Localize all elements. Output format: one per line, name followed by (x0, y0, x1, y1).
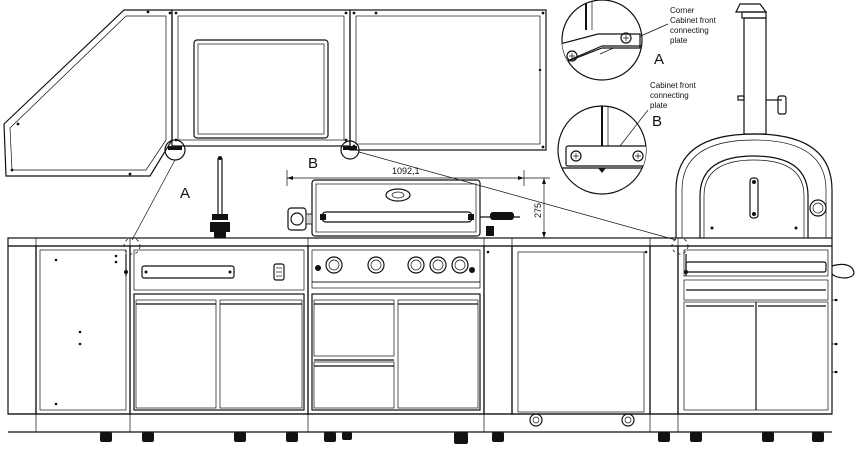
dimension-width-label: 1092,1 (392, 166, 420, 176)
dimension-lines: 1092,1 275 (286, 166, 550, 238)
corner-cabinet (7, 237, 141, 415)
label-a-callout: A (654, 51, 664, 68)
grill-hood (287, 179, 520, 237)
plinth-and-feet (8, 413, 832, 444)
label-a-main: A (180, 185, 190, 202)
detail-callout-a: A Corner Cabinet front connecting plate (561, 0, 717, 81)
pizza-oven (675, 3, 833, 238)
grill-cabinet (307, 245, 485, 415)
detail-callout-b: B Cabinet front connecting plate (557, 81, 697, 195)
front-caption-line3: plate (650, 101, 668, 110)
label-b-callout: B (652, 113, 662, 130)
oven-base-cabinet (649, 237, 855, 415)
faucet (210, 156, 230, 238)
dimension-height-label: 275 (533, 203, 543, 218)
countertop (7, 237, 833, 247)
corner-caption-line2: Cabinet front (670, 16, 717, 25)
front-plate-caption: Cabinet front connecting plate (650, 81, 697, 110)
corner-plate-caption: Corner Cabinet front connecting plate (670, 6, 717, 45)
fridge-cabinet (483, 245, 651, 427)
front-caption-line1: Cabinet front (650, 81, 697, 90)
corner-caption-line4: plate (670, 36, 688, 45)
exploded-panel-view (3, 9, 547, 177)
label-b-main: B (308, 155, 318, 172)
front-caption-line2: connecting (650, 91, 689, 100)
corner-caption-line1: Corner (670, 6, 695, 15)
corner-caption-line3: connecting (670, 26, 709, 35)
sink-cabinet (129, 245, 309, 415)
